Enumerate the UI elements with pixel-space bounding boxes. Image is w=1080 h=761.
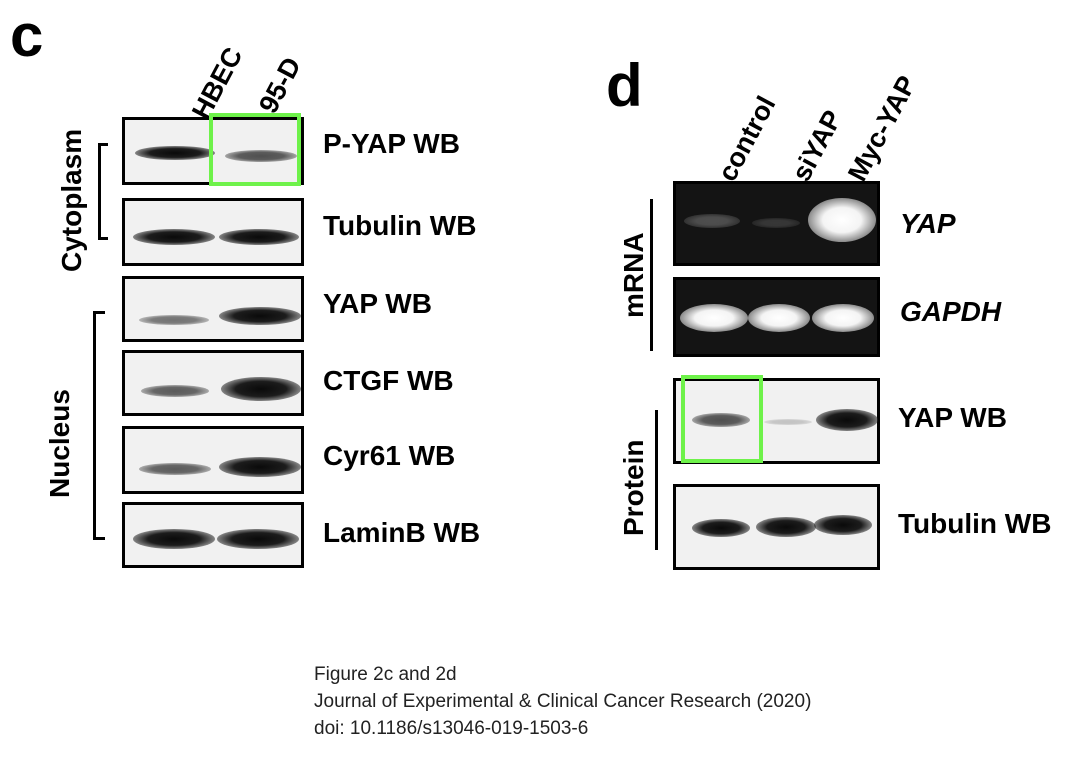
panel-d-letter: d [606,52,643,119]
blot-yap-d [673,378,880,464]
bracket-cytoplasm [98,143,101,240]
bracket-protein [655,410,658,550]
lane-label-95d: 95-D [253,52,307,119]
group-label-cytoplasm: Cytoplasm [56,128,87,272]
blot-cyr61 [122,426,304,494]
bracket-nucleus [93,311,96,540]
highlight-control-yap [681,375,763,463]
blot-ctgf [122,350,304,416]
blot-p-yap [122,117,304,185]
blot-laminb [122,502,304,568]
caption-journal: Journal of Experimental & Clinical Cance… [314,691,812,712]
gel-label-gapdh: GAPDH [900,296,1002,327]
blot-label-yap-d: YAP WB [898,402,1007,433]
blot-label-yap-c: YAP WB [323,288,432,319]
blot-label-tubulin-c: Tubulin WB [323,210,477,241]
group-label-protein: Protein [618,439,649,536]
highlight-95d-p-yap [209,113,301,186]
caption-doi: doi: 10.1186/s13046-019-1503-6 [314,718,589,739]
group-label-nucleus: Nucleus [44,389,75,498]
blot-label-p-yap: P-YAP WB [323,128,460,159]
blot-label-laminb: LaminB WB [323,517,481,548]
lane-label-siyap: siYAP [786,105,848,187]
blot-label-cyr61: Cyr61 WB [323,440,456,471]
caption: Figure 2c and 2d Journal of Experimental… [314,661,811,742]
bracket-mrna [650,199,653,351]
blot-tubulin-d [673,484,880,570]
blot-label-ctgf: CTGF WB [323,365,454,396]
lane-label-myc-yap: Myc-YAP [842,70,923,187]
caption-figure: Figure 2c and 2d [314,664,457,685]
blot-tubulin-c [122,198,304,266]
gel-yap [673,181,880,266]
gel-gapdh [673,277,880,357]
lane-label-control: control [712,91,782,187]
blot-label-tubulin-d: Tubulin WB [898,508,1052,539]
panel-c-letter: c [10,2,44,69]
gel-label-yap: YAP [900,208,956,239]
group-label-mrna: mRNA [618,232,649,318]
blot-yap-c [122,276,304,342]
